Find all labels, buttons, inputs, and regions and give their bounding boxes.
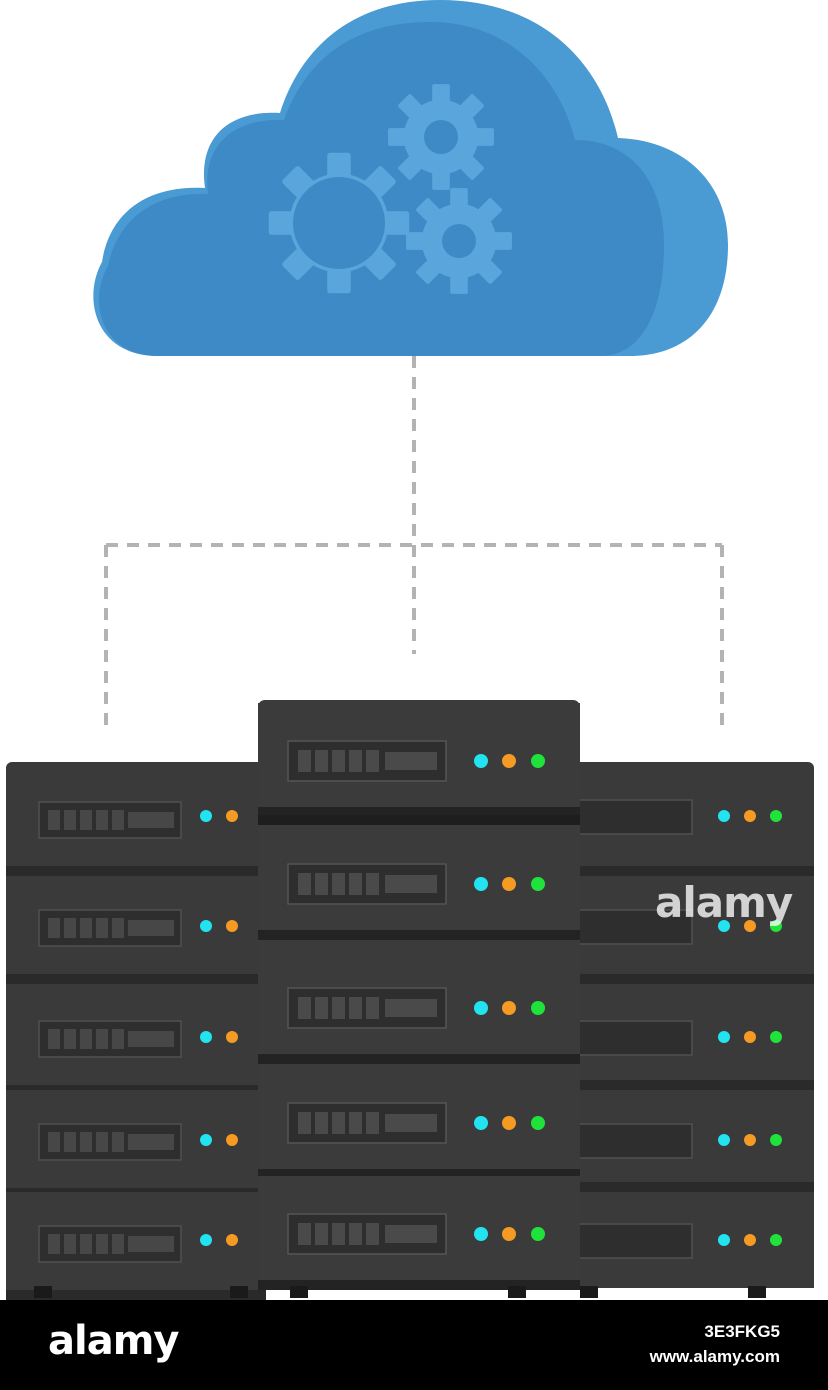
footer-logo: alamy	[48, 1318, 179, 1364]
watermark: alamy	[655, 878, 793, 927]
server-rack-right	[560, 762, 814, 1298]
server-rack-left	[5, 762, 268, 1301]
status-leds-left	[200, 810, 238, 1246]
connector-lines	[104, 356, 724, 732]
gears-icon	[268, 84, 512, 294]
site-url: www.alamy.com	[649, 1347, 780, 1366]
footer-bar: alamy 3E3FKG5 www.alamy.com	[0, 1300, 828, 1390]
image-id: 3E3FKG5	[704, 1322, 780, 1341]
status-leds-right	[718, 810, 782, 1246]
server-rack-center	[257, 700, 581, 1298]
illustration	[5, 0, 814, 1301]
